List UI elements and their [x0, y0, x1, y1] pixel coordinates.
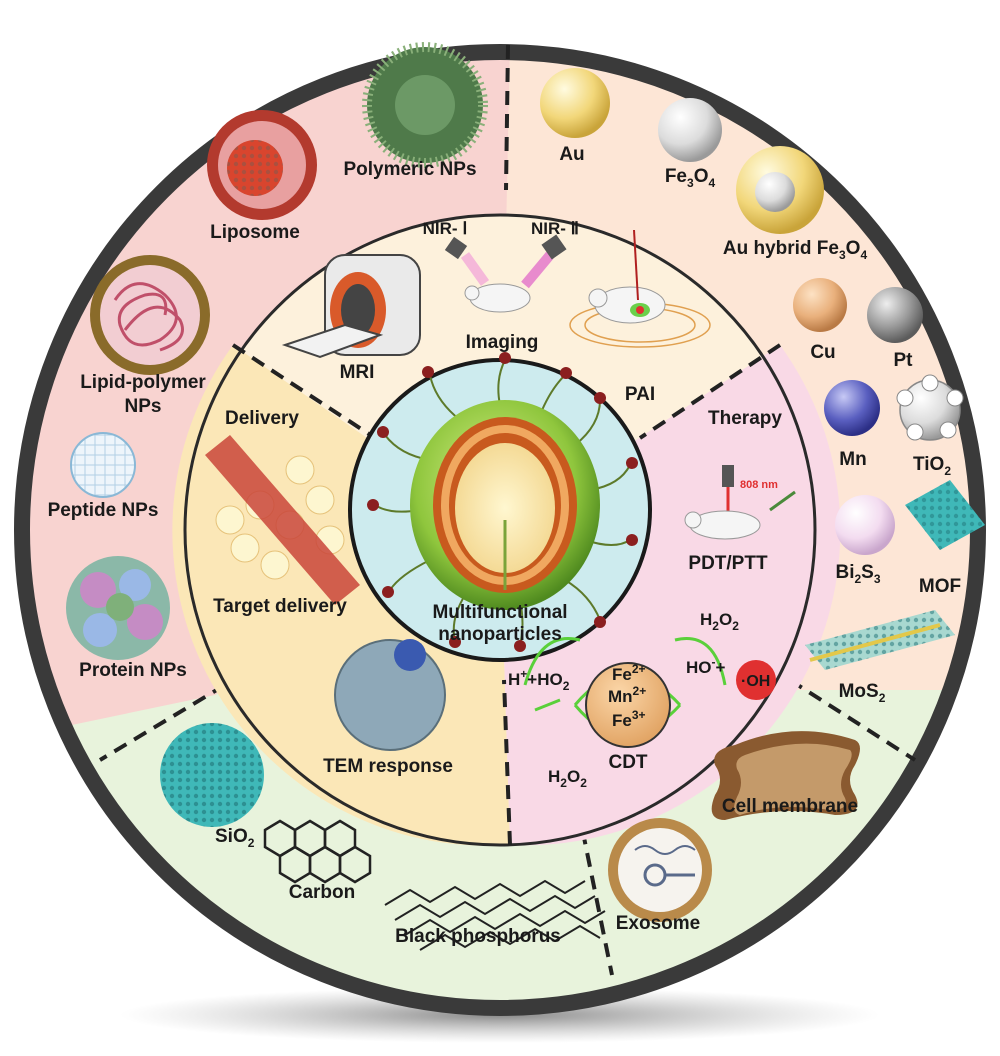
label-tem-response: TEM response [323, 756, 453, 777]
label-cell-membrane: Cell membrane [722, 796, 858, 817]
tio2-np-icon [896, 374, 964, 441]
target-delivery-icon [205, 435, 360, 605]
label-pt: Pt [894, 350, 914, 371]
label-imaging: Imaging [466, 332, 539, 353]
label-nir-2: NIR- Ⅱ [531, 219, 579, 238]
label-lipid-polymer-line1: Lipid-polymer [80, 372, 206, 393]
label-ho: HO-+ [686, 655, 726, 677]
middle-ring-border [183, 213, 817, 847]
label-therapy: Therapy [708, 408, 782, 429]
label-liposome: Liposome [210, 222, 300, 243]
outer-ring-border [14, 44, 986, 1016]
middle-dividers [231, 343, 782, 846]
exosome-icon [608, 818, 712, 922]
au-hybrid-fe3o4-icon [736, 146, 824, 234]
pai-imaging-icon [569, 229, 711, 348]
label-mri: MRI [340, 362, 375, 383]
label-carbon: Carbon [289, 882, 356, 903]
label-fe2: Fe2+ [612, 662, 646, 684]
label-fe3o4: Fe3O4 [665, 166, 716, 190]
label-center-line1: Multifunctional [432, 602, 567, 623]
cu-np-icon [793, 278, 847, 332]
therapy-sector [500, 345, 841, 846]
peptide-np-icon [70, 432, 136, 498]
label-delivery: Delivery [225, 408, 299, 429]
multifunctional-nanoparticle-illustration [367, 352, 638, 652]
mn-np-icon [824, 380, 880, 436]
cdt-cycle-icon [523, 637, 776, 748]
label-au-hybrid-fe3o4: Au hybrid Fe3O4 [723, 238, 868, 262]
label-target-delivery: Target delivery [213, 596, 347, 617]
mri-scanner-icon [281, 254, 421, 359]
label-808nm: 808 nm [740, 479, 778, 491]
label-pai: PAI [625, 384, 655, 405]
label-h2o2-bottom: H2O2 [548, 767, 587, 790]
sio2-np-icon [160, 723, 264, 827]
label-mn2: Mn2+ [608, 684, 646, 706]
label-mos2: MoS2 [839, 681, 886, 705]
label-oh-radical: ·OH [741, 673, 770, 690]
tem-response-icon [334, 639, 446, 751]
label-lipid-polymer-line2: NPs [125, 396, 162, 417]
mof-icon [905, 480, 985, 550]
bi2s3-np-icon [835, 495, 895, 555]
label-bi2s3: Bi2S3 [835, 562, 880, 586]
label-peptide-nps: Peptide NPs [48, 500, 159, 521]
mos2-icon [805, 610, 955, 670]
liposome-icon [207, 110, 317, 220]
label-tio2: TiO2 [913, 454, 951, 478]
lipid-polymer-np-icon [90, 255, 210, 375]
label-au: Au [559, 144, 584, 165]
black-phosphorus-icon [384, 879, 606, 951]
label-black-phosphorus: Black phosphorus [395, 926, 561, 947]
label-pdt-ptt: PDT/PTT [688, 553, 768, 574]
nir-imaging-icon [444, 234, 567, 313]
label-h-plus-ho2: H++HO2 [508, 667, 570, 693]
cell-membrane-icon [711, 731, 860, 820]
label-cu: Cu [810, 342, 835, 363]
polymeric-np-icon [362, 42, 488, 168]
label-polymeric-nps: Polymeric NPs [343, 159, 476, 180]
pt-np-icon [867, 287, 923, 343]
pdt-ptt-icon [684, 465, 796, 540]
au-np-icon [540, 68, 610, 138]
label-nir-1: NIR- Ⅰ [423, 219, 468, 238]
label-mof: MOF [919, 576, 961, 597]
label-center-line2: nanoparticles [438, 624, 562, 645]
label-h2o2-top: H2O2 [700, 610, 739, 633]
label-mn: Mn [839, 449, 866, 470]
label-protein-nps: Protein NPs [79, 660, 187, 681]
fe3o4-np-icon [658, 98, 722, 162]
carbon-graphene-icon [263, 819, 372, 884]
label-fe3: Fe3+ [612, 708, 646, 730]
label-sio2: SiO2 [215, 826, 255, 850]
label-cdt: CDT [608, 752, 647, 773]
protein-np-icon [66, 556, 170, 660]
label-exosome: Exosome [616, 913, 700, 934]
